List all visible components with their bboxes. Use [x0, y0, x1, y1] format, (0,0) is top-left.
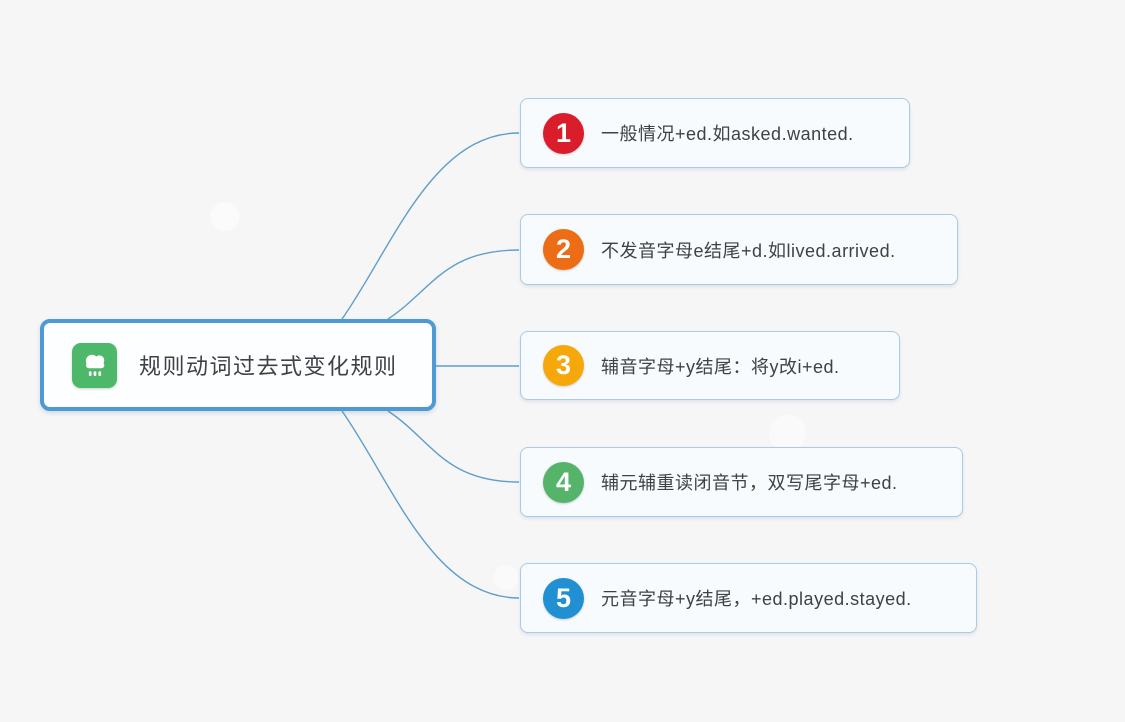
branch-node-1[interactable]: 1 一般情况+ed.如asked.wanted. — [520, 98, 910, 168]
branch-label: 辅音字母+y结尾：将y改i+ed. — [601, 356, 840, 377]
root-topic-label: 规则动词过去式变化规则 — [139, 354, 398, 379]
branch-label: 辅元辅重读闭音节，双写尾字母+ed. — [601, 473, 898, 493]
branch-number-badge: 5 — [543, 577, 584, 619]
branch-number-badge: 4 — [543, 461, 584, 503]
branch-label: 元音字母+y结尾，+ed.played.stayed. — [601, 589, 912, 609]
connector-branch-2 — [387, 249, 520, 320]
branch-number-badge: 1 — [543, 112, 584, 154]
connector-branch-5 — [341, 410, 520, 599]
rain-cloud-icon — [72, 342, 117, 388]
branch-label: 一般情况+ed.如asked.wanted. — [601, 124, 854, 144]
branch-node-3[interactable]: 3 辅音字母+y结尾：将y改i+ed. — [520, 331, 900, 400]
connector-branch-4 — [387, 410, 520, 483]
connector-branch-1 — [341, 132, 520, 320]
branch-node-5[interactable]: 5 元音字母+y结尾，+ed.played.stayed. — [520, 563, 977, 633]
branch-number-badge: 2 — [543, 229, 584, 270]
branch-label: 不发音字母e结尾+d.如lived.arrived. — [601, 240, 896, 261]
root-topic-node[interactable]: 规则动词过去式变化规则 — [40, 319, 436, 411]
branch-number-badge: 3 — [543, 345, 584, 386]
branch-node-4[interactable]: 4 辅元辅重读闭音节，双写尾字母+ed. — [520, 447, 963, 517]
branch-node-2[interactable]: 2 不发音字母e结尾+d.如lived.arrived. — [520, 214, 958, 285]
